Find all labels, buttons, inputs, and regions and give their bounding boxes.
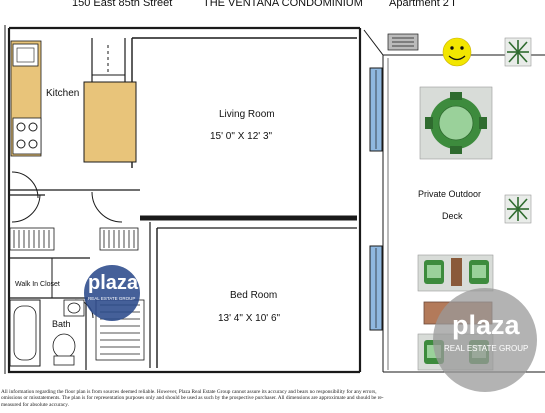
bedroom-dimensions: 13' 4" X 10' 6" (218, 313, 281, 324)
living-room-dimensions: 15' 0" X 12' 3" (210, 131, 273, 142)
kitchen-label: Kitchen (46, 88, 80, 99)
watermark-tagline-right: REAL ESTATE GROUP (444, 344, 529, 353)
walk-in-closet-label: Walk In Closet (15, 281, 60, 288)
building-name: THE VENTANA CONDOMINIUM (203, 0, 363, 9)
disclaimer-text: All information regarding the floor plan… (1, 389, 384, 408)
street-address: 150 East 85th Street (72, 0, 173, 9)
bedroom-window (369, 245, 383, 331)
apartment-number: Apartment 2 I (389, 0, 456, 9)
potted-plant-icon (504, 37, 532, 67)
living-room-window (369, 67, 383, 152)
stove-icon (12, 117, 42, 155)
bath-label: Bath (52, 319, 71, 329)
grill-icon (387, 33, 419, 51)
living-room-label: Living Room (219, 109, 275, 120)
deck-label-line2: Deck (442, 211, 463, 221)
round-table-with-chairs (419, 86, 493, 160)
smiley-sun-icon (442, 37, 472, 67)
deck-label-line1: Private Outdoor (418, 189, 482, 199)
watermark-logo-left (84, 265, 140, 321)
kitchen-sink (12, 43, 39, 67)
interior-walls (9, 37, 357, 370)
bathtub-icon (9, 299, 41, 367)
watermark-brand-right: plaza (452, 310, 520, 340)
bathroom-sink-icon (63, 299, 85, 317)
lounge-chairs-set (417, 254, 494, 292)
bedroom-label: Bed Room (230, 290, 278, 301)
watermark-brand-left: plaza (88, 272, 139, 294)
watermark-tagline-left: REAL ESTATE GROUP (88, 296, 136, 301)
exterior-walls (4, 25, 362, 374)
toilet-icon (52, 333, 76, 366)
floor-plan-header: 150 East 85th Street THE VENTANA CONDOMI… (0, 0, 545, 14)
watermark-logo-right (433, 288, 537, 392)
potted-plant-icon (504, 194, 532, 224)
